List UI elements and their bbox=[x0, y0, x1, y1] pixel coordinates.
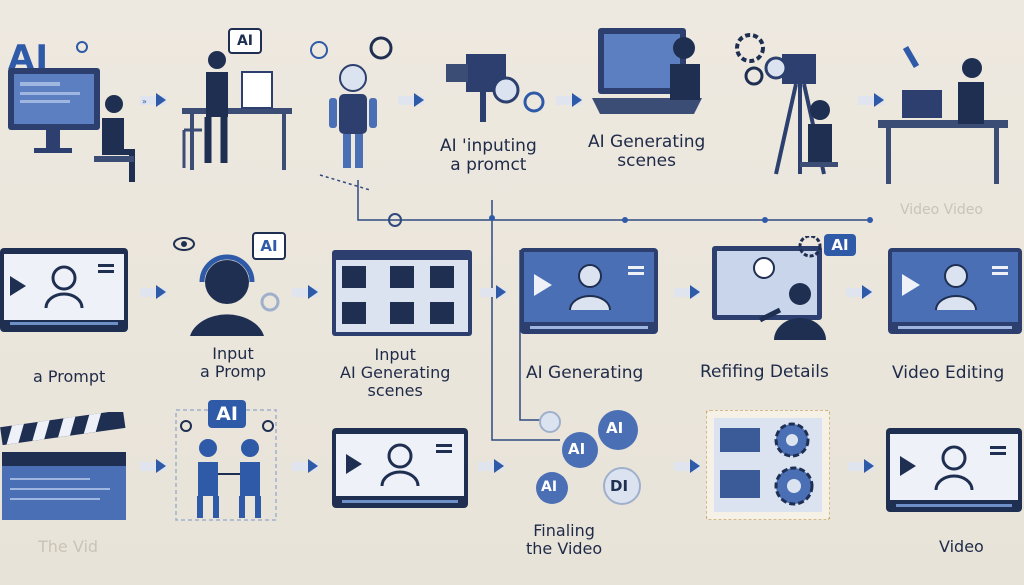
ai-bubble-label: AI bbox=[568, 440, 586, 458]
label-a-prompt: a Prompt bbox=[33, 367, 106, 386]
arrow-right-icon bbox=[674, 459, 700, 473]
arrow-right-icon bbox=[292, 285, 318, 299]
person-with-laptop-illustration bbox=[172, 30, 292, 175]
label-video: Video bbox=[939, 537, 984, 556]
ai-tag: AI bbox=[824, 234, 856, 256]
arrow-right-icon bbox=[480, 285, 506, 299]
label-the-vid: The Vid bbox=[38, 537, 99, 556]
label-input-a-promp: Input a Promp bbox=[200, 344, 267, 381]
arrow-right-icon bbox=[858, 93, 884, 107]
arrow-right-icon: » bbox=[140, 93, 166, 107]
label-ai-inputing: AI 'inputing a promct bbox=[440, 136, 537, 176]
person-at-monitor-illustration bbox=[6, 62, 136, 192]
arrow-right-icon bbox=[478, 459, 504, 473]
label-ai-generating-scenes: AI Generating scenes bbox=[588, 132, 706, 172]
label-finaling-the-video: Finaling the Video bbox=[526, 521, 603, 558]
camera-crew-illustration bbox=[730, 28, 840, 193]
label-video-video: Video Video bbox=[900, 202, 983, 218]
video-player-illustration bbox=[332, 428, 468, 508]
ai-bubble-label: AI bbox=[606, 419, 624, 437]
arrow-right-icon bbox=[292, 459, 318, 473]
video-player-illustration bbox=[886, 428, 1022, 512]
label-refining-details: Refifing Details bbox=[700, 362, 829, 382]
label-ai-generating: AI Generating bbox=[526, 363, 644, 383]
clapperboard-illustration bbox=[0, 409, 132, 522]
arrow-right-icon bbox=[556, 93, 582, 107]
arrow-right-icon bbox=[674, 285, 700, 299]
ai-bubble-label: DI bbox=[610, 477, 629, 495]
video-player-illustration bbox=[520, 248, 658, 334]
gear-icon bbox=[76, 41, 88, 53]
arrow-right-icon bbox=[140, 459, 166, 473]
ai-bubbles-illustration bbox=[528, 404, 658, 514]
arrow-right-icon bbox=[848, 459, 874, 473]
arrow-right-icon bbox=[846, 285, 872, 299]
ai-bubble-label: AI bbox=[541, 479, 558, 495]
ai-tag: AI bbox=[252, 232, 286, 260]
laptop-video-call-illustration bbox=[592, 20, 722, 120]
video-editor-desk-illustration bbox=[878, 36, 1018, 186]
refining-details-illustration bbox=[712, 234, 832, 342]
camera-illustration bbox=[440, 40, 550, 125]
video-player-illustration bbox=[0, 248, 128, 332]
ai-tag: AI bbox=[228, 28, 262, 54]
svg-text:»: » bbox=[142, 97, 147, 106]
scene-grid-window-illustration bbox=[332, 250, 472, 336]
ai-tag: AI bbox=[208, 400, 246, 428]
robot-illustration bbox=[305, 36, 395, 176]
arrow-right-icon bbox=[398, 93, 424, 107]
label-video-editing: Video Editing bbox=[892, 363, 1005, 383]
video-player-illustration bbox=[888, 248, 1022, 334]
film-strip-gears-illustration bbox=[705, 409, 831, 521]
label-input-ai-generating: Input AI Generating scenes bbox=[340, 345, 451, 400]
headset-user-illustration bbox=[172, 232, 282, 337]
arrow-right-icon bbox=[140, 285, 166, 299]
